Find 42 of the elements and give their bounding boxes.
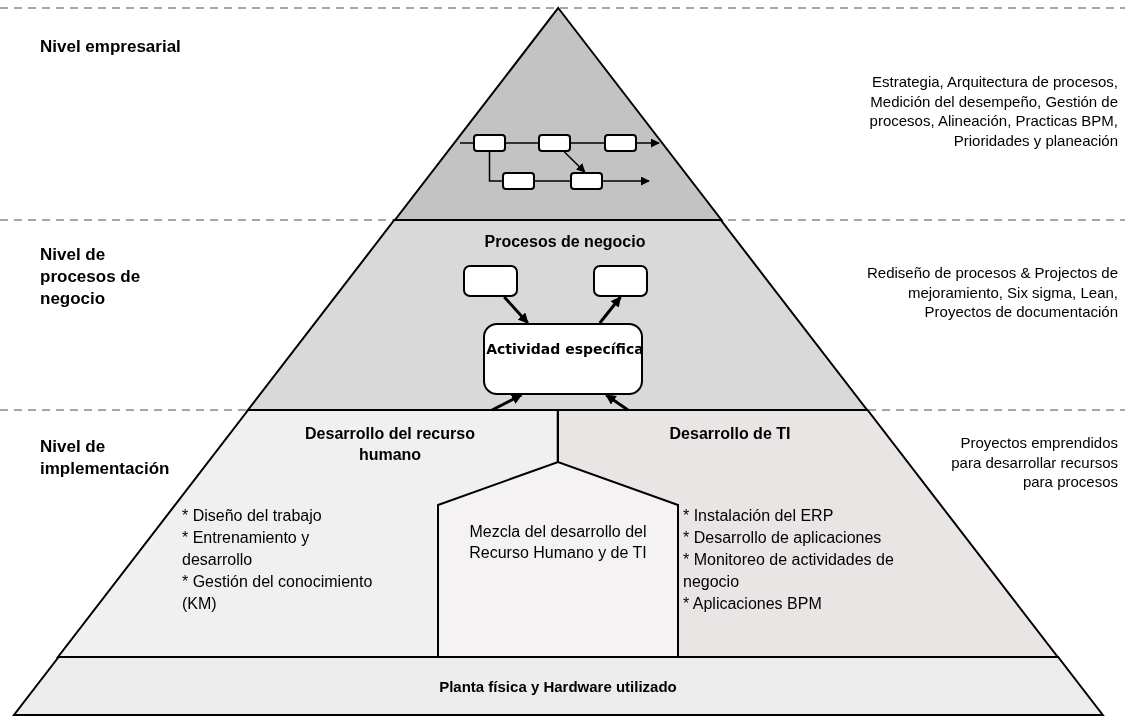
arrow [636, 138, 660, 148]
arrow [503, 296, 529, 324]
process-box [502, 172, 535, 190]
tier-text: Procesos de negocio [483, 232, 647, 252]
tier-text: Planta física y Hardware utilizado [438, 677, 678, 697]
process-box [604, 134, 637, 152]
section-heading: Desarrollo del recurso humano [304, 424, 476, 465]
description-text: Proyectos emprendidos para desarrollar recursos para procesos [950, 433, 1118, 492]
bullet-item: * Gestión del conocimiento (KM) [182, 572, 374, 614]
level-label: Nivel de implementación [40, 436, 171, 481]
arrow [605, 393, 629, 412]
pyramid-tier [394, 8, 722, 220]
process-box [473, 134, 506, 152]
level-label: Nivel empresarial [40, 36, 182, 58]
bullet-item: * Entrenamiento y desarrollo [182, 528, 311, 570]
connector-line [570, 142, 605, 144]
bullet-item: * Diseño del trabajo [182, 506, 323, 526]
bullet-item: * Instalación del ERP [683, 506, 835, 526]
bullet-item: * Desarrollo de aplicaciones [683, 528, 883, 548]
bullet-item: * Aplicaciones BPM [683, 594, 823, 614]
level-label: Nivel de procesos de negocio [40, 244, 142, 311]
section-heading: Desarrollo de TI [668, 424, 792, 444]
process-box [538, 134, 571, 152]
activity-text: Actividad específica [485, 340, 645, 359]
base-band [13, 657, 1103, 715]
bullet-item: * Monitoreo de actividades de negocio [683, 550, 895, 592]
description-text: Rediseño de procesos & Projectos de mejoramiento, Six sigma, Lean, Proyectos de documentación [866, 263, 1118, 322]
arrow [602, 176, 650, 186]
description-text: Estrategia, Arquitectura de procesos, Medición del desempeño, Gestión de procesos, Alineación, Practicas BPM, Prioridades y planeación [868, 72, 1118, 150]
process-box [483, 323, 643, 395]
connector-line [459, 142, 474, 144]
arrow [491, 393, 523, 412]
process-box [463, 265, 518, 297]
connector-line [534, 180, 571, 182]
process-box [593, 265, 648, 297]
process-box [570, 172, 603, 190]
connector-line [505, 142, 539, 144]
pyramid-tier [248, 220, 868, 410]
arrow [598, 296, 622, 324]
connector-line [488, 151, 503, 182]
arrow [563, 151, 586, 173]
tier-text: Mezcla del desarrollo del Recurso Humano y de TI [468, 522, 648, 563]
